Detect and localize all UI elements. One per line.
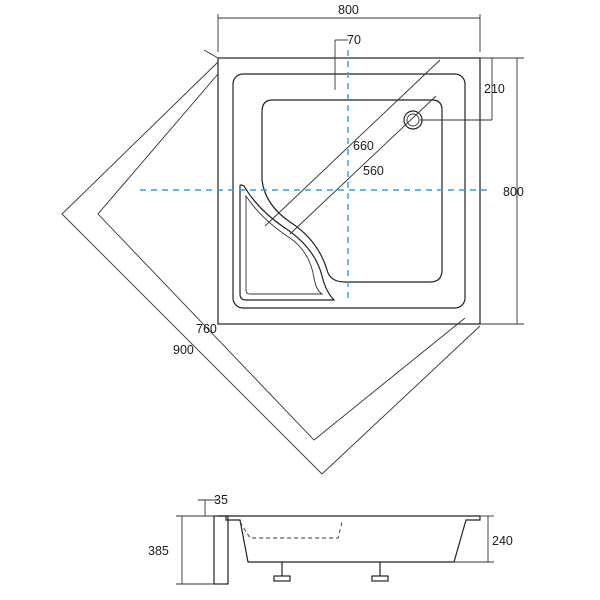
drain-offset-label: 70 [347,33,361,47]
total-height-label: 385 [148,544,169,558]
width-label: 800 [338,3,359,17]
inner-diagonal-label: 660 [353,139,374,153]
rim-label: 35 [214,493,228,507]
foot-right-icon [371,562,389,582]
side-view: 35 385 240 [148,493,513,585]
drain-inner-ring [406,113,420,127]
inner-diagonal-outer [264,59,441,227]
diagonal-inner-label: 760 [196,322,217,336]
tray-seat-inner [245,194,324,295]
corner-diagonal-inner [97,73,466,441]
drain-distance-label: 210 [484,82,505,96]
top-view: 800 70 210 800 660 560 760 900 [61,3,524,475]
tray-outer-outline [217,57,481,325]
tray-inner-rim [232,73,466,309]
tray-basin-outline [261,99,443,283]
inner-diagonal2-label: 560 [363,164,384,178]
support-panel [213,515,229,585]
corner-diagonal-outer [61,61,481,475]
height-label: 800 [503,185,524,199]
inner-diagonal-inner [289,95,437,235]
tray-side-profile [225,516,481,563]
foot-left-icon [273,562,291,582]
tray-inner-dashed [239,521,343,539]
diagonal-outer-label: 900 [173,343,194,357]
tray-seat-outline [239,184,336,301]
tray-height-label: 240 [492,534,513,548]
